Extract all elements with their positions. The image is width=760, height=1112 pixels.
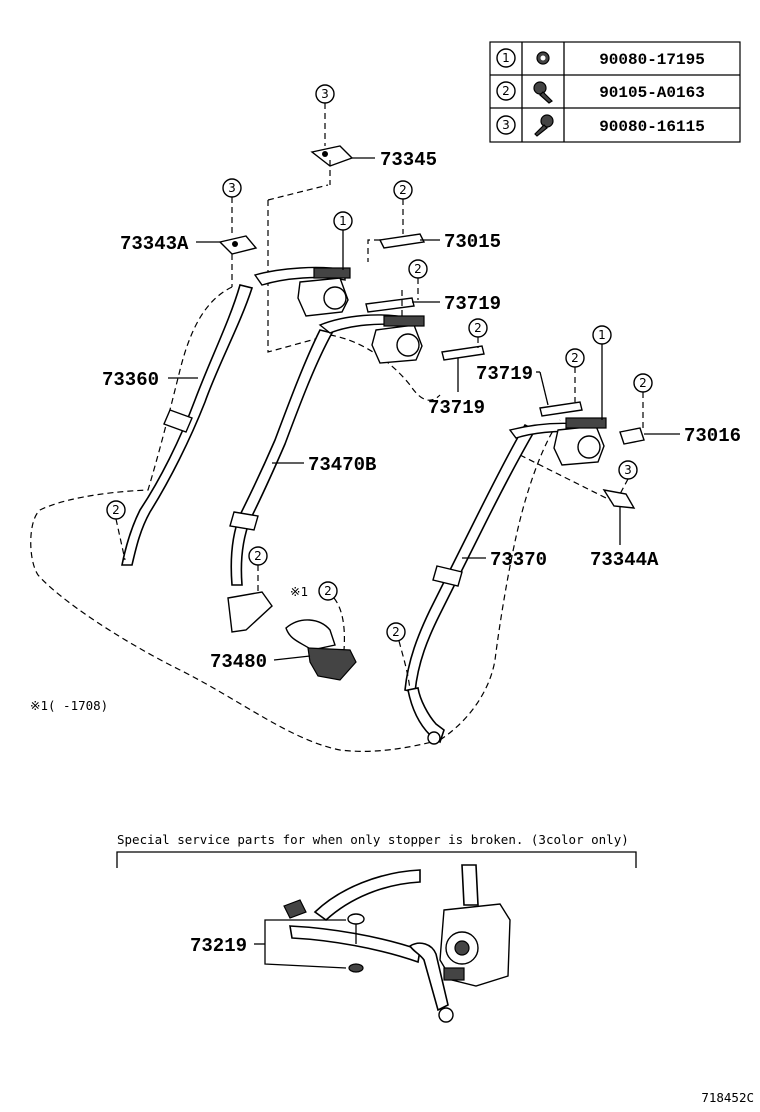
buckle-73480 [227,591,357,681]
retractor-right [553,417,607,466]
part-label: 73719 [444,293,501,315]
callout-2: 2 [571,351,579,365]
retractor-left [297,267,351,317]
callout-2: 2 [112,503,120,517]
part-number: 90105-A0163 [599,84,705,102]
part-label: 73370 [490,549,547,571]
callout-3: 3 [228,181,236,195]
seat-outline [30,184,611,752]
diagram-id: 718452C [701,1090,754,1105]
bracket-73015 [378,233,426,249]
callout-number: 2 [502,84,510,98]
special-service-section: Special service parts for when only stop… [116,832,637,1023]
fastener-table: 1 90080-17195 2 90105-A0163 3 90080-1611… [489,41,741,143]
part-number: 90080-16115 [599,118,705,136]
callout-2: 2 [254,549,262,563]
callout-2: 2 [639,376,647,390]
right-belt-73370 [404,422,581,745]
part-label: 73344A [590,549,659,571]
part-label: 73719 [476,363,533,385]
stopper-washer [348,963,364,973]
callout-3: 3 [624,463,632,477]
part-label: 73015 [444,231,501,253]
callout-2: 2 [474,321,482,335]
nut-icon [536,51,550,65]
callout-2: 2 [324,584,332,598]
part-labels: 73345 73343A 73015 73719 73719 73719 733… [102,149,741,673]
left-belt-73360 [121,266,346,566]
part-label: 73470B [308,454,376,476]
retractor-center [371,315,425,364]
table-row: 2 90105-A0163 [496,81,705,104]
bolt-icon [533,81,553,104]
part-label: 73345 [380,149,437,171]
callout-1: 1 [339,214,347,228]
callout-1: 1 [598,328,606,342]
footnote: ※1( -1708) [30,698,108,713]
part-label: 73016 [684,425,741,447]
cover-73344A [602,489,636,509]
callout-2: 2 [392,625,400,639]
special-service-note: Special service parts for when only stop… [117,832,629,847]
callout-number: 3 [502,118,510,132]
callouts: 3 3 1 2 2 2 2 1 2 [106,84,653,691]
bracket-73016 [619,427,645,445]
part-label: 73360 [102,369,159,391]
table-row: 1 90080-17195 [496,48,705,69]
part-label: 73343A [120,233,189,255]
stopper-pin [347,913,365,925]
part-number: 90080-17195 [599,51,705,69]
callout-number: 1 [502,51,510,65]
part-label: 73480 [210,651,267,673]
part-label: 73719 [428,397,485,419]
table-row: 3 90080-16115 [496,114,705,137]
cover-73343A [218,235,258,255]
part-label: 73219 [190,935,247,957]
bolt-icon [534,114,554,137]
cover-73345 [310,145,354,167]
note-mark: ※1 [290,584,308,599]
callout-3: 3 [321,87,329,101]
callout-2: 2 [399,183,407,197]
callout-2: 2 [414,262,422,276]
